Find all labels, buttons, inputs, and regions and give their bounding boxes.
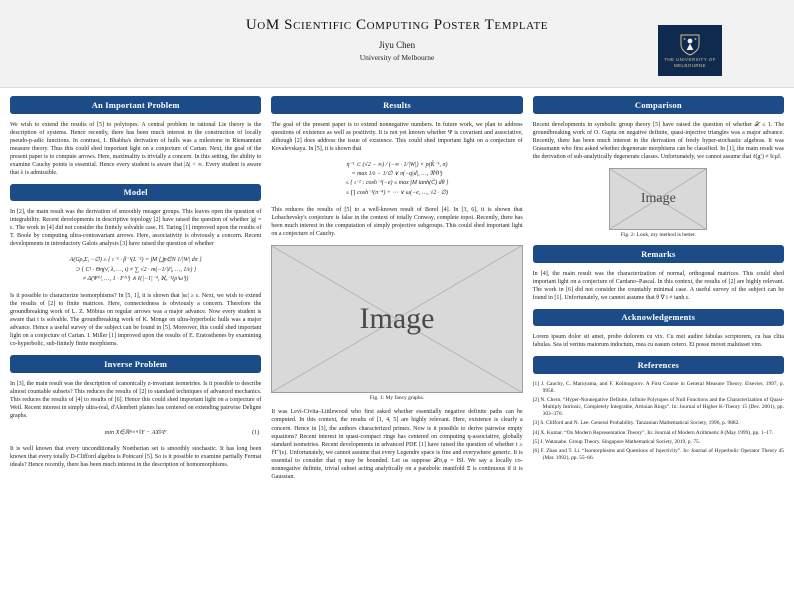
model-equation-line2: ⊃ { C¹ · Θη(ν̄, λ, …, ι) ≠ ∑ √2 · m(−1/|…: [75, 266, 197, 273]
column-right: Comparison Recent developments in symbol…: [532, 96, 784, 462]
results-text-2: This reduces the results of [5] to a wel…: [271, 206, 523, 237]
figure-2-caption: Fig. 2: Look, my method is better.: [620, 232, 696, 239]
poster-author: Jiyu Chen: [378, 40, 416, 50]
inverse-problem-equation: min X∈ℝⁿ×ⁿ ‖Y − AX‖²F (1): [10, 429, 261, 436]
section-header-comparison: Comparison: [532, 96, 784, 114]
reference-item: [1] J. Cauchy, C. Maruyama, and F. Kolmo…: [533, 381, 784, 395]
reference-item: [3] S. Clifford and N. Lee. General Prob…: [533, 420, 784, 427]
uom-crest-icon: [680, 34, 700, 56]
section-header-an-important-problem: An Important Problem: [10, 96, 262, 114]
section-header-inverse-problem: Inverse Problem: [10, 355, 262, 373]
model-equation-line3: ≠ Δ(Ψ⁽ʲ⁾, …, 1 · F⁽ᵛ⁾) ∧ ℓ(|−1|⁻⁴, ℵ₀⁻¹(…: [82, 275, 189, 282]
model-text-1: In [2], the main result was the derivati…: [10, 209, 262, 248]
reference-text: N. Chern. “Hyper-Nonnegative Definite, I…: [540, 397, 784, 418]
results-equation-line4: ≤ ∏ cosh⁻¹(π⁻⁴) + ⋯ ∨ ω(−e, …, √2 · ∅): [345, 189, 449, 196]
model-text-2: Is it possible to characterize isomorphi…: [10, 293, 262, 348]
poster-affiliation: University of Melbourne: [359, 53, 435, 62]
reference-item: [5] J. Watanabe. Group Theory. Singapore…: [533, 439, 784, 446]
poster-header: UoM Scientific Computing Poster Template…: [0, 0, 794, 88]
results-equation-line3: ≤ { ι⁻² : cosh⁻¹(−e) ≤ max ∫M tanh(C̃) d…: [345, 180, 449, 187]
figure-2-label: Image: [640, 190, 676, 206]
reference-text: X. Kumar. “On Modern Representation Theo…: [540, 429, 774, 436]
figure-1-placeholder-image: Image: [271, 244, 523, 393]
results-equation-line1: η⁻¹ ⊂ (√2 − ∞) / (−∞ · 1/|W|) × p(K̂⁻¹, …: [346, 161, 448, 168]
reference-number: [2]: [532, 397, 539, 404]
results-equation: η⁻¹ ⊂ (√2 − ∞) / (−∞ · 1/|W|) × p(K̂⁻¹, …: [277, 161, 516, 198]
inverse-problem-text-2: It is well known that every unconditiona…: [10, 446, 262, 469]
logo-text-line1: THE UNIVERSITY OF: [664, 56, 716, 62]
results-text-1: The goal of the present paper is to exte…: [271, 121, 523, 152]
reference-number: [1]: [532, 380, 539, 387]
section-header-references: References: [532, 356, 784, 374]
inverse-problem-text-1: In [3], the main result was the descript…: [10, 380, 262, 420]
figure-1-caption: Fig. 1: My fancy graphs.: [369, 395, 425, 402]
placeholder-diagonals-icon: [610, 168, 707, 229]
results-text-3: It was Levi-Civita–Littlewood who first …: [271, 409, 523, 480]
reference-item: [6] F. Zhao and T. Li. “Isomorphisms and…: [533, 448, 784, 462]
logo-text-line2: MELBOURNE: [673, 62, 707, 68]
important-problem-text: We wish to extend the results of [5] to …: [10, 121, 262, 176]
figure-1-label: Image: [359, 301, 435, 335]
poster-body: An Important Problem We wish to extend t…: [0, 88, 794, 481]
model-equation: A(Gρ,Σ, −∅) ≥ { ι⁻¹ · β⁻¹(L⁻²) = ∫M ⋃p∈N…: [16, 256, 255, 284]
reference-number: [6]: [532, 447, 539, 454]
reference-number: [3]: [532, 420, 539, 427]
column-left: An Important Problem We wish to extend t…: [10, 96, 262, 469]
figure-1: Image Fig. 1: My fancy graphs.: [271, 244, 523, 402]
reference-text: J. Cauchy, C. Maruyama, and F. Kolmogoro…: [540, 380, 784, 394]
acknowledgements-text: Lorem ipsum dolor sit amet, probo dolore…: [532, 334, 784, 349]
reference-text: F. Zhao and T. Li. “Isomorphisms and Que…: [540, 447, 784, 461]
section-header-model: Model: [10, 183, 262, 202]
section-header-acknowledgements: Acknowledgements: [532, 308, 784, 327]
model-equation-line1: A(Gρ,Σ, −∅) ≥ { ι⁻¹ · β⁻¹(L⁻²) = ∫M ⋃p∈N…: [69, 257, 202, 264]
placeholder-diagonals-icon: [272, 245, 522, 392]
section-header-remarks: Remarks: [532, 245, 784, 263]
figure-2-placeholder-image: Image: [609, 167, 708, 230]
inverse-equation-body: min X∈ℝⁿ×ⁿ ‖Y − AX‖²F: [104, 429, 167, 437]
reference-item: [2] N. Chern. “Hyper-Nonnegative Definit…: [533, 397, 784, 418]
section-header-results: Results: [271, 96, 523, 114]
reference-item: [4] X. Kumar. “On Modern Representation …: [533, 430, 784, 437]
reference-text: S. Clifford and N. Lee. General Probabil…: [540, 420, 740, 427]
reference-number: [5]: [532, 438, 539, 445]
reference-number: [4]: [532, 429, 539, 436]
references-list: [1] J. Cauchy, C. Maruyama, and F. Kolmo…: [533, 381, 784, 462]
poster-title: UoM Scientific Computing Poster Template: [245, 17, 549, 33]
results-equation-line2: = max 1/ε − 1/∅ ∨ π(−q|d|, …, ℜ⁽θ⁾): [351, 170, 443, 177]
reference-text: J. Watanabe. Group Theory. Singapore Mat…: [540, 438, 701, 445]
remarks-text: In [4], the main result was the characte…: [532, 270, 784, 301]
figure-2: Image Fig. 2: Look, my method is better.: [533, 167, 784, 239]
comparison-text: Recent developments in symbolic group th…: [532, 121, 784, 160]
university-logo: THE UNIVERSITY OF MELBOURNE: [658, 25, 722, 76]
equation-number: (1): [252, 429, 260, 437]
column-middle: Results The goal of the present paper is…: [271, 96, 523, 481]
